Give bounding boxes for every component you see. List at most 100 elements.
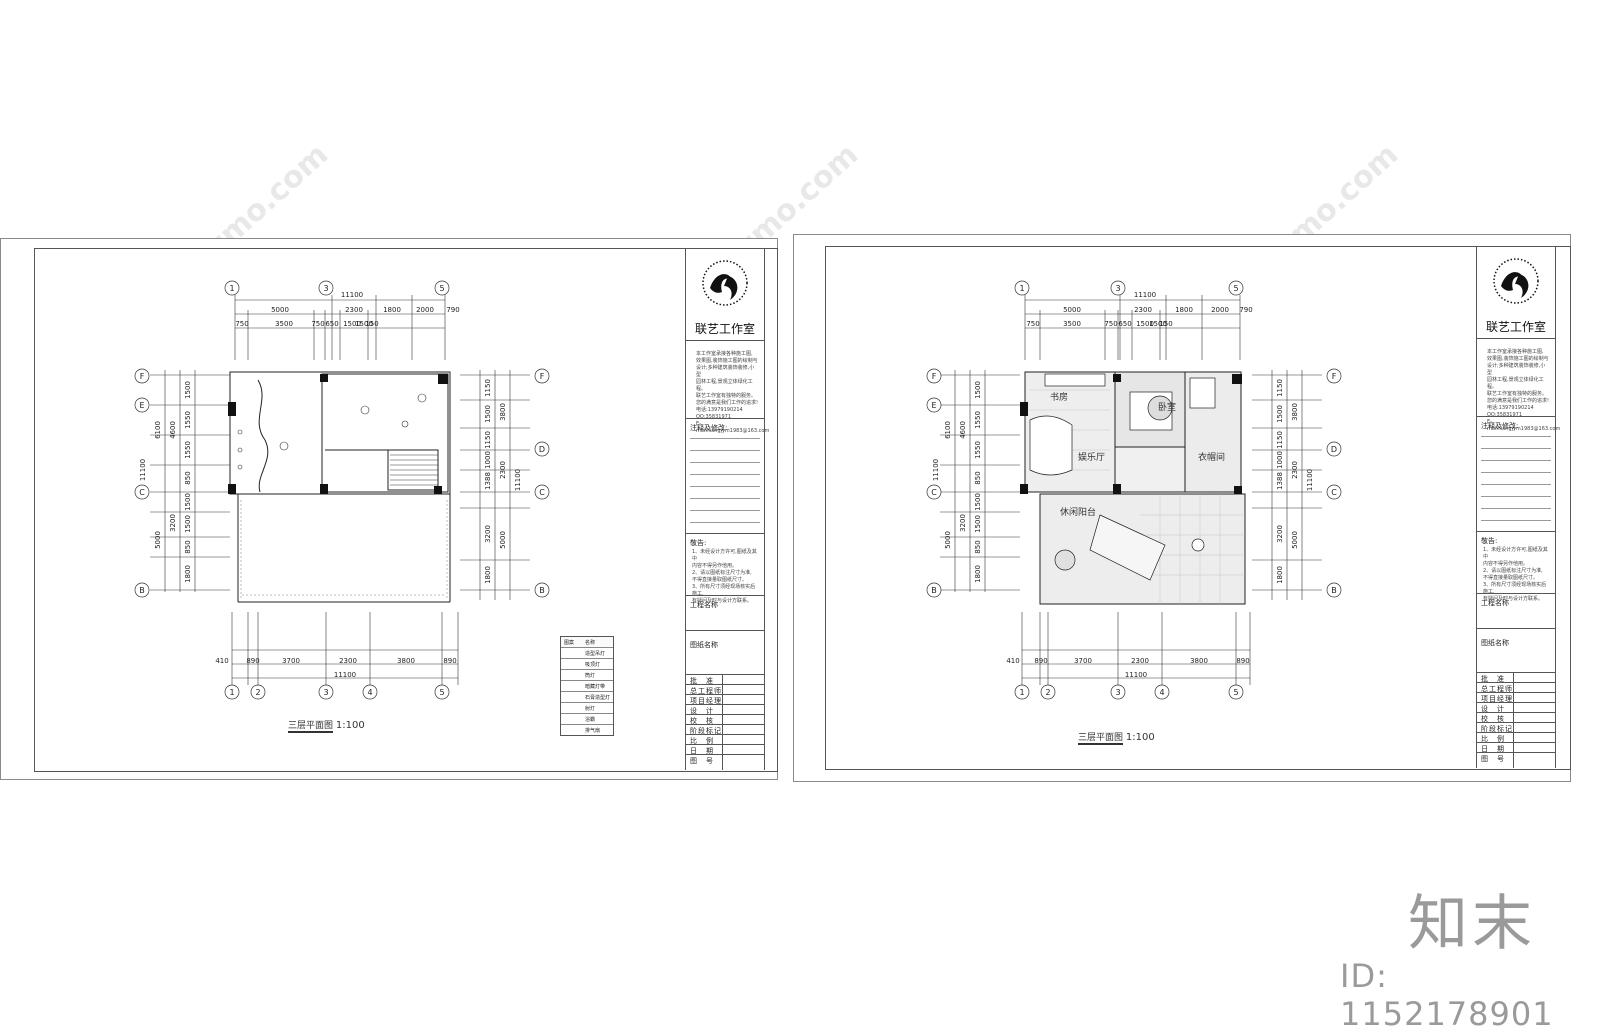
signoff-row: 日 期 bbox=[686, 744, 764, 755]
svg-text:1800: 1800 bbox=[1276, 566, 1284, 584]
svg-text:1500: 1500 bbox=[484, 405, 492, 423]
svg-text:5: 5 bbox=[439, 688, 444, 697]
signoff-row: 日 期 bbox=[1477, 742, 1555, 753]
signoff-row: 批 准 bbox=[686, 674, 764, 685]
svg-text:650: 650 bbox=[325, 320, 338, 328]
svg-text:2300: 2300 bbox=[345, 306, 363, 314]
floor-plan-2: 卧室 衣帽间 娱乐厅 书房 休闲阳台 1 3 5 1 2 3 4 5 F E C… bbox=[926, 280, 1342, 700]
studio-notes: 本工作室承接各种施工图,效果图,装饰施工图的绘制与 设计;多种建筑装饰装修,小型… bbox=[696, 351, 770, 434]
svg-text:850: 850 bbox=[184, 540, 192, 553]
svg-text:3500: 3500 bbox=[1063, 320, 1081, 328]
svg-text:790: 790 bbox=[446, 306, 459, 314]
svg-text:C: C bbox=[139, 488, 145, 497]
legend-item: 造型吊灯 bbox=[561, 648, 613, 659]
svg-text:650: 650 bbox=[1118, 320, 1131, 328]
svg-text:D: D bbox=[539, 445, 545, 454]
signoff-row: 校 核 bbox=[1477, 712, 1555, 723]
svg-text:3200: 3200 bbox=[484, 525, 492, 543]
divider bbox=[686, 340, 764, 341]
studio-logo-icon bbox=[702, 260, 748, 306]
svg-text:1388: 1388 bbox=[484, 472, 492, 490]
divider bbox=[1477, 593, 1555, 594]
brand-logo-text: 知末 bbox=[1408, 889, 1536, 959]
svg-text:3: 3 bbox=[1115, 688, 1120, 697]
signoff-row: 图 号 bbox=[1477, 752, 1555, 768]
svg-text:1800: 1800 bbox=[484, 566, 492, 584]
svg-text:E: E bbox=[139, 401, 144, 410]
svg-text:1800: 1800 bbox=[1175, 306, 1193, 314]
warning-header: 敬告: bbox=[690, 539, 707, 547]
signoff-row: 项目经理 bbox=[686, 694, 764, 705]
svg-text:1150: 1150 bbox=[1276, 431, 1284, 449]
svg-text:5000: 5000 bbox=[944, 531, 952, 549]
svg-text:5000: 5000 bbox=[1063, 306, 1081, 314]
svg-text:1: 1 bbox=[1019, 284, 1024, 293]
svg-text:1150: 1150 bbox=[484, 379, 492, 397]
legend-item: 吸顶灯 bbox=[561, 659, 613, 670]
studio-notes: 本工作室承接各种施工图,效果图,装饰施工图的绘制与 设计;多种建筑装饰装修,小型… bbox=[1487, 349, 1561, 432]
svg-text:850: 850 bbox=[974, 540, 982, 553]
svg-text:5000: 5000 bbox=[1291, 531, 1299, 549]
svg-text:F: F bbox=[932, 372, 937, 381]
floor-plan-1: 1 3 5 1 2 3 4 5 F E C B F D C B 11100 50… bbox=[134, 280, 550, 700]
legend-item: 排气扇 bbox=[585, 728, 601, 734]
svg-text:11100: 11100 bbox=[341, 291, 363, 299]
legend-item: 暗藏灯带 bbox=[561, 681, 613, 692]
drawing-frame-1 bbox=[34, 248, 778, 772]
svg-text:11100: 11100 bbox=[139, 459, 147, 481]
revision-header: 注释及修改: bbox=[1481, 422, 1519, 430]
plan-title-1: 三层平面图 1:100 bbox=[288, 720, 365, 733]
divider bbox=[1477, 531, 1555, 532]
svg-text:850: 850 bbox=[184, 471, 192, 484]
revision-header: 注释及修改: bbox=[690, 424, 728, 432]
divider bbox=[686, 595, 764, 596]
svg-text:3200: 3200 bbox=[1276, 525, 1284, 543]
svg-text:1500: 1500 bbox=[974, 493, 982, 511]
svg-text:2300: 2300 bbox=[1131, 657, 1149, 665]
svg-text:3800: 3800 bbox=[397, 657, 415, 665]
svg-text:11100: 11100 bbox=[932, 459, 940, 481]
svg-text:2300: 2300 bbox=[1134, 306, 1152, 314]
legend-item: 射灯 bbox=[561, 703, 613, 714]
divider bbox=[1477, 338, 1555, 339]
svg-text:750: 750 bbox=[1104, 320, 1117, 328]
svg-text:3: 3 bbox=[323, 688, 328, 697]
svg-text:F: F bbox=[140, 372, 145, 381]
legend-item: 筒灯 bbox=[561, 670, 613, 681]
svg-text:11100: 11100 bbox=[334, 671, 356, 679]
svg-text:书房: 书房 bbox=[1050, 391, 1068, 403]
svg-text:3: 3 bbox=[1115, 284, 1120, 293]
divider bbox=[686, 418, 764, 419]
svg-text:3800: 3800 bbox=[1291, 403, 1299, 421]
svg-text:F: F bbox=[540, 372, 545, 381]
svg-text:2300: 2300 bbox=[1291, 461, 1299, 479]
svg-text:C: C bbox=[1331, 488, 1337, 497]
svg-text:1: 1 bbox=[229, 688, 234, 697]
svg-text:850: 850 bbox=[974, 471, 982, 484]
signoff-row: 设 计 bbox=[686, 704, 764, 715]
project-name-label: 工程名称 bbox=[1481, 599, 1509, 607]
svg-text:1550: 1550 bbox=[184, 441, 192, 459]
svg-text:1550: 1550 bbox=[184, 411, 192, 429]
drawing-name-label: 图纸名称 bbox=[690, 641, 718, 649]
svg-text:790: 790 bbox=[1239, 306, 1252, 314]
svg-text:1800: 1800 bbox=[383, 306, 401, 314]
lighting-legend: 名称图案 造型吊灯 吸顶灯 筒灯 暗藏灯带 石膏造型灯 射灯 浴霸 排气扇 bbox=[560, 636, 614, 736]
svg-text:1800: 1800 bbox=[974, 565, 982, 583]
signoff-row: 设 计 bbox=[1477, 702, 1555, 713]
svg-text:4: 4 bbox=[1159, 688, 1164, 697]
svg-text:3700: 3700 bbox=[282, 657, 300, 665]
svg-text:1500: 1500 bbox=[974, 515, 982, 533]
svg-text:890: 890 bbox=[443, 657, 456, 665]
signoff-row: 阶段标记 bbox=[686, 724, 764, 735]
signoff-row: 比 例 bbox=[686, 734, 764, 745]
studio-name: 联艺工作室 bbox=[694, 322, 755, 336]
svg-text:4: 4 bbox=[367, 688, 372, 697]
title-block-1: 联艺工作室 本工作室承接各种施工图,效果图,装饰施工图的绘制与 设计;多种建筑装… bbox=[685, 248, 770, 770]
svg-text:1388: 1388 bbox=[1276, 472, 1284, 490]
svg-text:1500: 1500 bbox=[1149, 320, 1167, 328]
svg-text:C: C bbox=[539, 488, 545, 497]
svg-text:E: E bbox=[931, 401, 936, 410]
svg-text:11100: 11100 bbox=[1134, 291, 1156, 299]
svg-text:3200: 3200 bbox=[169, 514, 177, 532]
